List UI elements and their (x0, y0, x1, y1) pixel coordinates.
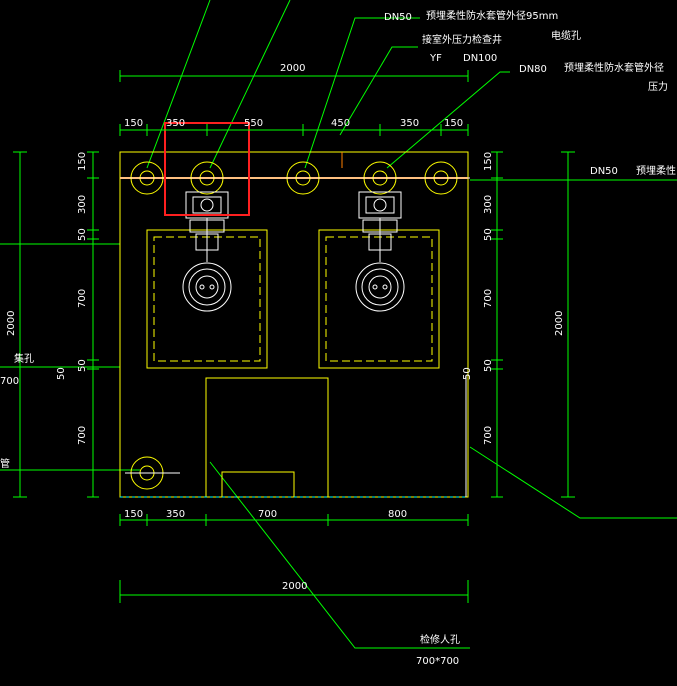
selection-highlight[interactable] (164, 122, 250, 216)
pump-assembly-left (182, 191, 232, 312)
label-pressure-cut: 压力 (648, 80, 668, 93)
label-manhole: 检修人孔 (420, 633, 460, 646)
dim-left-cut: 700 (0, 376, 19, 387)
dim-bottom-seg-2: 350 (166, 509, 185, 520)
label-dn80: DN80 (519, 64, 547, 75)
dim-top-seg-2: 350 (166, 118, 185, 129)
annotation-labels: DN50 预埋柔性防水套管外径95mm 电缆孔 接室外压力检查井 YF DN10… (0, 9, 676, 667)
dim-left-seg-6: 700 (77, 426, 88, 445)
dimension-texts-horizontal: 2000 150 350 550 450 350 150 150 350 700… (124, 63, 463, 592)
dim-top-total: 2000 (280, 63, 305, 74)
pump-pit-right (318, 229, 440, 369)
dim-left-seg-3: 50 (77, 228, 88, 241)
dim-top-seg-5: 350 (400, 118, 419, 129)
dim-top-seg-3: 550 (244, 118, 263, 129)
label-dn50-right: DN50 (590, 166, 618, 177)
label-sleeve-top: 预埋柔性防水套管外径95mm (426, 9, 558, 22)
label-left-pipe: 管 (0, 457, 10, 470)
dimension-texts-vertical: 150 300 50 700 50 700 2000 700 50 150 30… (0, 152, 565, 445)
dim-right-seg-4: 700 (483, 289, 494, 308)
pipe-sleeves (130, 161, 458, 490)
dim-right-total: 2000 (554, 311, 565, 336)
dim-bottom-seg-4: 800 (388, 509, 407, 520)
dim-top-seg-6: 150 (444, 118, 463, 129)
label-manhole-size: 700*700 (416, 656, 459, 667)
dim-top-seg-4: 450 (331, 118, 350, 129)
dim-left-total: 2000 (6, 311, 17, 336)
label-to-pressure-well: 接室外压力检查井 (422, 33, 502, 46)
dim-bottom-total: 2000 (282, 581, 307, 592)
dimension-lines (13, 70, 575, 603)
dim-right-seg-5: 50 (483, 359, 494, 372)
dim-inner-right-small: 50 (462, 367, 473, 380)
room-walls (119, 151, 469, 498)
label-left-hole: 集孔 (14, 352, 34, 365)
dim-left-seg-2: 300 (77, 195, 88, 214)
dim-left-small: 50 (56, 367, 67, 380)
pump-assembly-right (355, 191, 405, 312)
dim-right-seg-1: 150 (483, 152, 494, 171)
dim-left-seg-1: 150 (77, 152, 88, 171)
dim-right-seg-6: 700 (483, 426, 494, 445)
dim-left-seg-5: 50 (77, 359, 88, 372)
dim-left-seg-4: 700 (77, 289, 88, 308)
sleeve-crosshairs (120, 177, 470, 474)
label-cable-hole: 电缆孔 (551, 29, 581, 42)
label-sleeve-right: 预埋柔性 (636, 164, 676, 177)
dim-bottom-seg-1: 150 (124, 509, 143, 520)
label-sleeve-mid: 预埋柔性防水套管外径 (564, 61, 664, 74)
label-yf: YF (429, 53, 442, 64)
dim-top-seg-1: 150 (124, 118, 143, 129)
label-dn50-top: DN50 (384, 12, 412, 23)
dim-right-seg-2: 300 (483, 195, 494, 214)
dim-bottom-seg-3: 700 (258, 509, 277, 520)
label-dn100: DN100 (463, 53, 497, 64)
leader-lines (0, 0, 677, 649)
dim-right-seg-3: 50 (483, 228, 494, 241)
